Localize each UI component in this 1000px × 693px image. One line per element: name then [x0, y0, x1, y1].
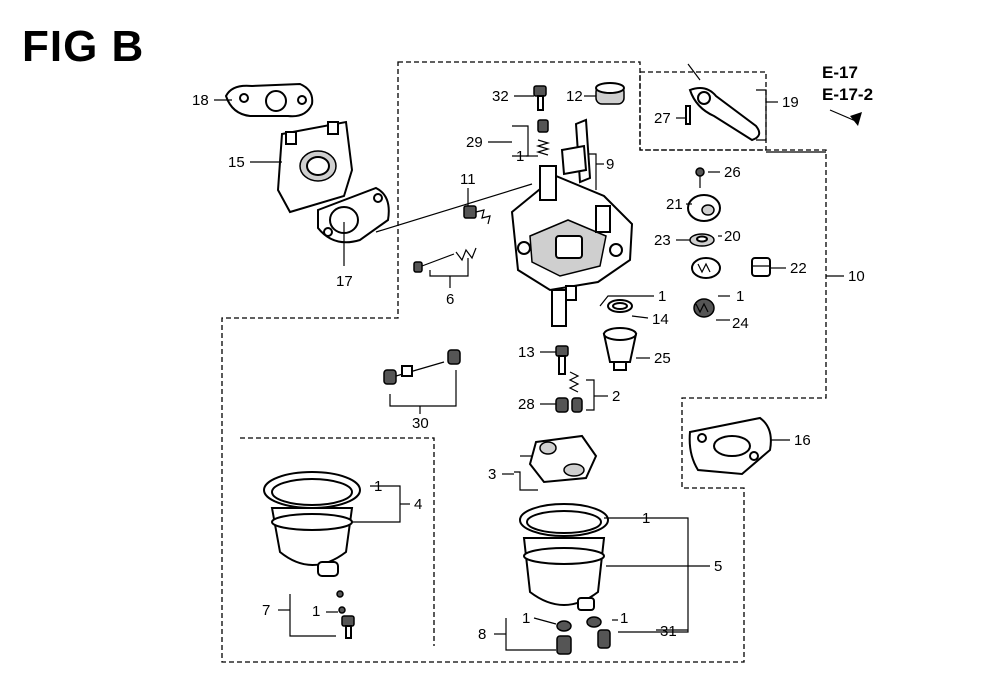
label-27: 27 [654, 110, 671, 127]
reference-e17-2: E-17-2 [822, 85, 874, 104]
part-14-o-ring [607, 299, 633, 313]
part-25-drain-bolt [602, 327, 638, 371]
part-8-bolt [556, 620, 572, 655]
label-30: 30 [412, 415, 429, 432]
label-14: 14 [652, 311, 669, 328]
leader-lines [214, 89, 844, 651]
label-4: 4 [414, 496, 422, 513]
label-24-qty: 1 [736, 288, 744, 305]
part-28-jet [555, 397, 583, 413]
part-24-jet [693, 298, 715, 318]
reference-arrow-icon [829, 109, 862, 126]
figure-title: FIG B [22, 22, 145, 71]
label-31: 31 [660, 623, 677, 640]
part-2-nozzle-spring [568, 371, 580, 393]
label-31-qty: 1 [620, 610, 628, 627]
part-22-clip [751, 257, 771, 277]
bowl-inset-frame [240, 437, 435, 646]
label-23: 23 [654, 232, 671, 249]
part-11-throttle-screw [463, 205, 491, 225]
label-26: 26 [724, 164, 741, 181]
part-17-gasket [317, 186, 390, 244]
part-21-cover [687, 194, 721, 222]
label-10: 10 [848, 268, 865, 285]
part-5-float-bowl [519, 503, 609, 611]
label-32: 32 [492, 88, 509, 105]
label-15: 15 [228, 154, 245, 171]
part-15-insulator [276, 120, 354, 214]
label-29-qty: 1 [516, 148, 524, 165]
label-2: 2 [612, 388, 620, 405]
reference-list: E-17 E-17-2 [822, 62, 873, 106]
part-12-cap [595, 82, 625, 105]
label-29: 29 [466, 134, 483, 151]
label-14-qty: 1 [658, 288, 666, 305]
part-23-washer [689, 233, 715, 247]
label-7: 7 [262, 602, 270, 619]
reference-e17: E-17 [822, 63, 858, 82]
label-21: 21 [666, 196, 683, 213]
label-25: 25 [654, 350, 671, 367]
part-16-gasket [688, 416, 772, 476]
label-6: 6 [446, 291, 454, 308]
part-13-main-jet [555, 345, 569, 375]
part-6-pilot-screw [413, 247, 477, 273]
label-24: 24 [732, 315, 749, 332]
label-8-qty: 1 [522, 610, 530, 627]
part-27-pin [685, 105, 691, 125]
label-5-qty: 1 [642, 510, 650, 527]
label-16: 16 [794, 432, 811, 449]
label-12: 12 [566, 88, 583, 105]
label-28: 28 [518, 396, 535, 413]
label-22: 22 [790, 260, 807, 277]
label-9: 9 [606, 156, 614, 173]
part-20-valve [691, 257, 721, 279]
part-7-drain-screw [336, 590, 355, 639]
callout-labels: 18 15 17 32 12 27 19 29 1 9 11 6 26 21 2… [192, 88, 865, 643]
part-4-float-bowl [263, 471, 361, 577]
part-31-drain-screw [586, 616, 611, 649]
part-3-float [528, 434, 598, 484]
part-18-gasket [224, 82, 314, 118]
label-8: 8 [478, 626, 486, 643]
label-13: 13 [518, 344, 535, 361]
carburetor-body [510, 165, 634, 327]
label-17: 17 [336, 273, 353, 290]
label-7-qty: 1 [312, 603, 320, 620]
part-30-needle-set [383, 349, 461, 385]
label-3: 3 [488, 466, 496, 483]
part-32-screw [533, 85, 547, 111]
label-19: 19 [782, 94, 799, 111]
part-26-screw [695, 167, 705, 188]
part-29-screw-spring [535, 119, 551, 156]
label-4-qty: 1 [374, 478, 382, 495]
part-19-choke-lever [687, 63, 761, 142]
label-20: 20 [724, 228, 741, 245]
label-5: 5 [714, 558, 722, 575]
label-11: 11 [460, 171, 476, 188]
label-18: 18 [192, 92, 209, 109]
part-9-float-pin [560, 118, 592, 184]
